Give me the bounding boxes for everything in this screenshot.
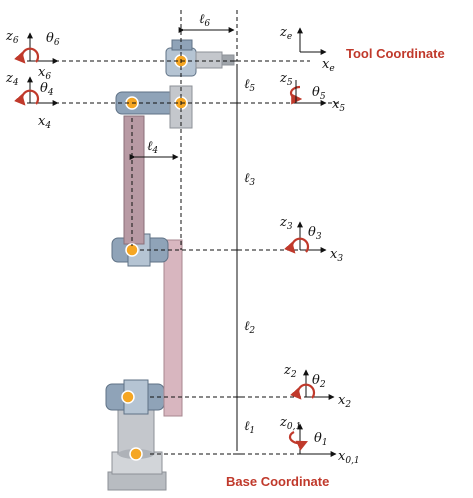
frame3-x-label: x3 [330, 247, 343, 264]
frame01-theta-label: θ1 [314, 431, 328, 448]
frame01-z-label: z0,1 [279, 415, 301, 432]
dimension-lines [129, 27, 241, 455]
framee-x-label: xe [322, 57, 335, 74]
frame4-x-label: x4 [38, 114, 51, 131]
frame2-theta-label: θ2 [312, 373, 326, 390]
joint-marker-1 [129, 447, 143, 461]
dim-label-l2: ℓ2 [244, 319, 255, 336]
dim-label-l5: ℓ5 [244, 77, 255, 94]
dim-label-l6: ℓ6 [199, 12, 210, 29]
frame2-x-label: x2 [338, 393, 351, 410]
frame4-z-label: z4 [5, 71, 19, 88]
frame5-x-label: x5 [332, 97, 345, 114]
frame-e: ze xe [279, 25, 335, 74]
frame4-theta-label: θ4 [40, 81, 54, 98]
dim-label-l1: ℓ1 [244, 419, 255, 436]
dim-label-l3: ℓ3 [244, 171, 255, 188]
framee-z-label: ze [279, 25, 292, 42]
frame5-theta-label: θ5 [312, 85, 326, 102]
frame5-z-label: z5 [279, 71, 293, 88]
tool-coordinate-title: Tool Coordinate [346, 46, 445, 61]
dim-label-l4: ℓ4 [147, 139, 158, 156]
frame6-theta-label: θ6 [46, 31, 60, 48]
frame3-theta-label: θ3 [308, 225, 322, 242]
frame-5: z5 θ5 x5 [279, 71, 345, 114]
frame-2: z2 θ2 x2 [283, 363, 351, 410]
frame2-z-label: z2 [283, 363, 297, 380]
tool-flange [195, 51, 235, 69]
frame-0-1: z0,1 θ1 x0,1 [279, 415, 360, 466]
frame-6: z6 θ6 x6 [5, 29, 60, 82]
frame-3: z3 θ3 x3 [279, 215, 343, 264]
robot-base [107, 401, 167, 491]
frame3-z-label: z3 [279, 215, 293, 232]
frame-4: z4 θ4 x4 [5, 71, 59, 131]
upper-link [123, 115, 145, 245]
base-coordinate-title: Base Coordinate [226, 474, 329, 489]
joint-marker-2 [121, 390, 135, 404]
frame6-z-label: z6 [5, 29, 19, 46]
shoulder-joint [105, 379, 165, 415]
frame6-x-label: x6 [38, 65, 51, 82]
lower-link [163, 239, 183, 417]
frame01-x-label: x0,1 [338, 449, 360, 466]
robot-arm [105, 39, 235, 491]
